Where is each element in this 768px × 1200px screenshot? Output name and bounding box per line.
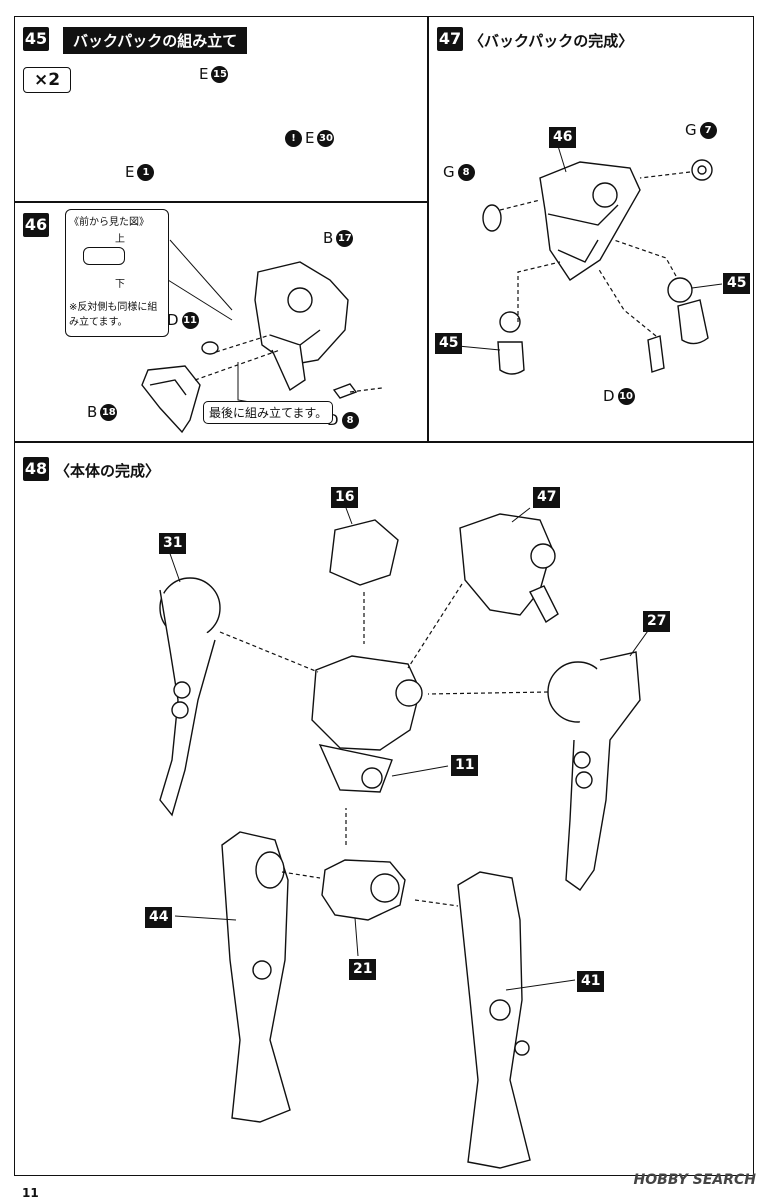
step-number: 45 xyxy=(23,27,49,51)
thruster-right xyxy=(667,277,709,345)
quantity-multiplier: ×2 xyxy=(23,67,71,93)
assembly-tag: 21 xyxy=(349,959,377,980)
peg-diagram xyxy=(83,247,125,265)
assembly-tag: 11 xyxy=(451,755,479,776)
caution-icon: ! xyxy=(285,129,302,147)
part-b18-cover xyxy=(141,365,201,434)
inset-up: 上 xyxy=(115,234,125,245)
step-number: 46 xyxy=(23,213,49,237)
callout-note: 最後に組み立てます。 xyxy=(203,401,334,424)
leg-part-41 xyxy=(457,871,531,1169)
step-title: 〈バックパックの完成〉 xyxy=(469,32,634,50)
backpack-part-47 xyxy=(459,513,559,624)
part-d11-ring xyxy=(201,341,219,355)
assembly-tag: 47 xyxy=(533,487,561,508)
torso-part-11 xyxy=(311,655,423,793)
thruster-left xyxy=(497,311,525,375)
step-number: 48 xyxy=(23,457,49,481)
part-g8-disc xyxy=(482,204,502,232)
watermark: HOBBY SEARCH xyxy=(633,1172,756,1188)
arm-part-27 xyxy=(547,651,641,891)
part-d10-plate xyxy=(647,335,665,373)
step-48-panel: 48 〈本体の完成〉 16 47 31 27 11 44 21 41 xyxy=(14,442,754,1176)
backpack-assembly xyxy=(539,161,641,281)
hip-part-21 xyxy=(321,859,406,921)
part-b17-housing xyxy=(254,261,349,392)
step-title: 〈本体の完成〉 xyxy=(55,462,161,480)
leg-part-44 xyxy=(221,831,291,1123)
assembly-tag: 27 xyxy=(643,611,671,632)
inset-down: 下 xyxy=(115,279,125,290)
step-number: 47 xyxy=(437,27,463,51)
assembly-tag: 45 xyxy=(723,273,751,294)
arm-part-31 xyxy=(159,577,221,817)
front-view-inset: 《前から見た図》 上 下 ※反対側も同様に組み立てます。 xyxy=(65,209,169,337)
assembly-tag: 31 xyxy=(159,533,187,554)
assembly-tag: 45 xyxy=(435,333,463,354)
page-number: 11 xyxy=(22,1186,39,1200)
assembly-tag: 16 xyxy=(331,487,359,508)
part-g7-disc xyxy=(691,159,713,181)
inset-title: 《前から見た図》 xyxy=(69,217,149,228)
step-title: バックパックの組み立て xyxy=(63,27,248,54)
inset-note: ※反対側も同様に組み立てます。 xyxy=(69,302,158,328)
assembly-tag: 41 xyxy=(577,971,605,992)
part-d8-peg xyxy=(332,383,358,399)
head-part-16 xyxy=(329,519,399,586)
assembly-tag: 46 xyxy=(549,127,577,148)
assembly-tag: 44 xyxy=(145,907,173,928)
